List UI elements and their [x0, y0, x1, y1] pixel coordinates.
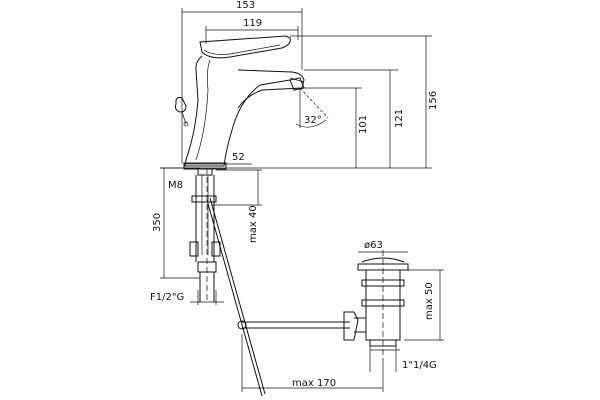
rod-nut-waste — [343, 311, 359, 341]
dim-waste-diameter: ø63 — [364, 240, 383, 251]
lever-handle — [199, 35, 291, 59]
dim-height-spout: 121 — [394, 109, 405, 128]
dim-width-total: 153 — [236, 0, 255, 11]
dim-width-spout: 119 — [243, 18, 262, 29]
faucet-body — [175, 35, 305, 170]
dim-height-total: 156 — [428, 91, 439, 110]
dim-height-outlet: 101 — [358, 115, 369, 134]
dim-hose-length: 350 — [152, 213, 163, 232]
angle-indicator — [295, 87, 329, 128]
popup-rod — [206, 199, 263, 397]
popup-knob — [175, 96, 187, 113]
dim-waste-thread: 1"1/4G — [402, 360, 437, 371]
dim-rod-thread: M8 — [168, 180, 183, 191]
waste-assembly — [237, 250, 409, 360]
body-outline — [184, 55, 291, 167]
underdeck-assembly — [189, 168, 266, 397]
dim-waste-max: max 50 — [424, 282, 435, 320]
lift-rod — [242, 321, 350, 329]
rod-nut — [191, 195, 217, 203]
dim-angle: 32° — [304, 115, 322, 126]
dim-max-deck: max 40 — [248, 205, 259, 243]
dimension-labels: 153 119 156 121 101 32° 52 M8 max 40 350… — [150, 0, 439, 389]
dim-hose-thread: F1/2"G — [150, 292, 184, 303]
dim-base-diameter: 52 — [232, 152, 245, 163]
spout — [237, 69, 305, 109]
dimension-lines — [160, 8, 444, 392]
dim-rod-max: max 170 — [292, 378, 336, 389]
